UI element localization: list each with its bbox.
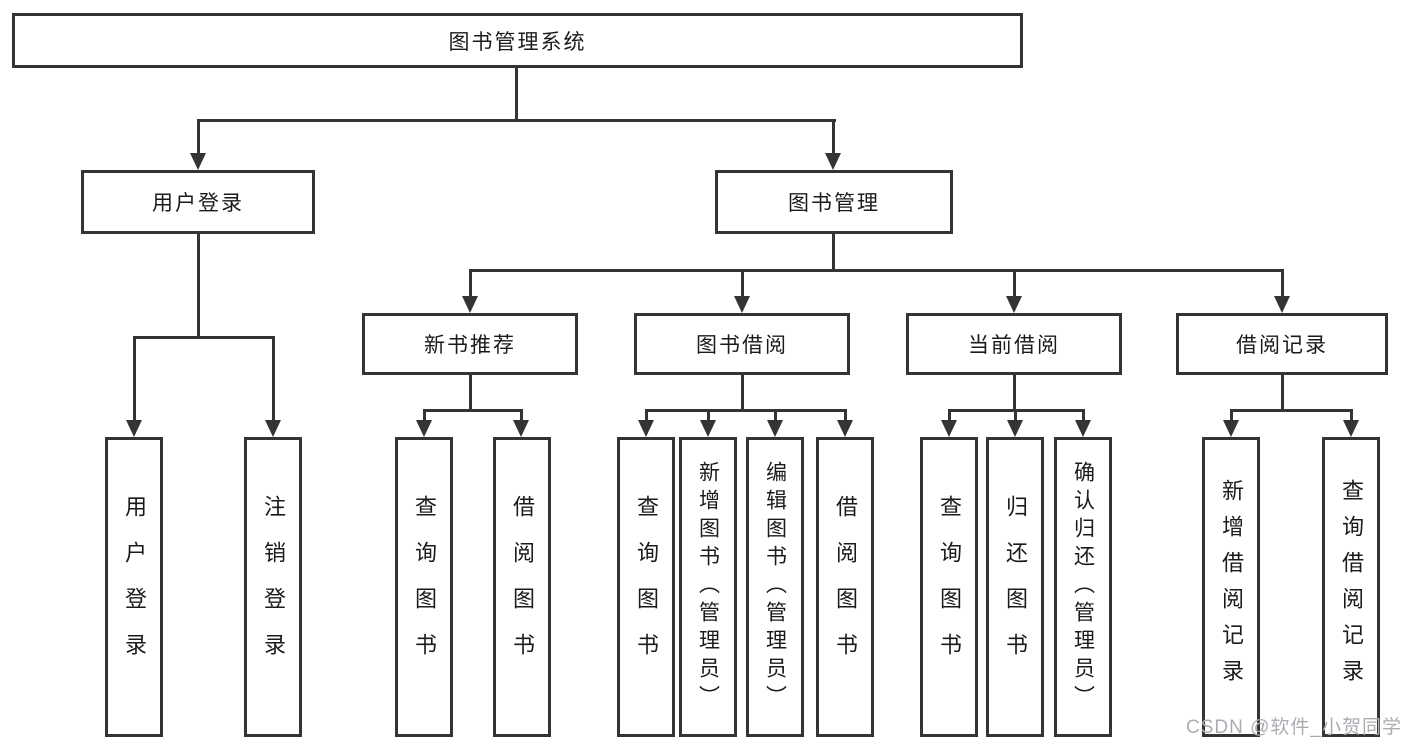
leaf-add-borrow-record: 新增借阅记录 xyxy=(1202,437,1260,737)
leaf-borrow-query-book: 查询图书 xyxy=(617,437,675,737)
arrowhead-book-management xyxy=(825,153,841,170)
leaf-recommend-borrow-book-label: 借阅图书 xyxy=(510,495,535,679)
leaf-borrow-book-label: 借阅图书 xyxy=(833,495,858,679)
leaf-current-query-book-label: 查询图书 xyxy=(937,495,962,679)
connector-drop-br-add xyxy=(1230,409,1233,422)
connector-drop-leaf-logout xyxy=(272,336,275,422)
node-new-book-recommend-label: 新书推荐 xyxy=(424,334,516,357)
arrowhead-recommend-borrow xyxy=(513,420,529,437)
leaf-recommend-query-book: 查询图书 xyxy=(395,437,453,737)
node-borrow-record: 借阅记录 xyxy=(1176,313,1388,375)
connector-drop-book-borrow xyxy=(741,269,744,298)
arrowhead-cb-return xyxy=(1007,420,1023,437)
arrowhead-bb-edit xyxy=(767,420,783,437)
leaf-add-borrow-record-label: 新增借阅记录 xyxy=(1219,479,1244,695)
arrowhead-br-add xyxy=(1223,420,1239,437)
leaf-logout: 注销登录 xyxy=(244,437,302,737)
connector-drop-borrow-record xyxy=(1281,269,1284,298)
arrowhead-new-book-recommend xyxy=(462,296,478,313)
arrowhead-cb-query xyxy=(941,420,957,437)
leaf-return-book-label: 归还图书 xyxy=(1003,495,1028,679)
connector-drop-leaf-user-login xyxy=(133,336,136,422)
node-book-management: 图书管理 xyxy=(715,170,953,234)
leaf-return-book: 归还图书 xyxy=(986,437,1044,737)
leaf-current-query-book: 查询图书 xyxy=(920,437,978,737)
connector-drop-bb-borrow xyxy=(844,409,847,422)
connector-drop-bb-query xyxy=(645,409,648,422)
connector-recommend-stem xyxy=(469,375,472,411)
arrowhead-leaf-user-login xyxy=(126,420,142,437)
arrowhead-cb-confirm xyxy=(1075,420,1091,437)
node-current-borrow: 当前借阅 xyxy=(906,313,1122,375)
leaf-recommend-borrow-book: 借阅图书 xyxy=(493,437,551,737)
connector-drop-new-book-recommend xyxy=(469,269,472,298)
connector-book-borrow-bar xyxy=(645,409,847,412)
node-borrow-record-label: 借阅记录 xyxy=(1236,334,1328,357)
arrowhead-bb-add xyxy=(700,420,716,437)
connector-root-stem xyxy=(515,68,518,121)
connector-book-management-stem xyxy=(832,234,835,271)
node-book-management-label: 图书管理 xyxy=(788,192,880,215)
node-current-borrow-label: 当前借阅 xyxy=(968,334,1060,357)
leaf-user-login-label: 用户登录 xyxy=(122,495,147,679)
node-book-borrow: 图书借阅 xyxy=(634,313,850,375)
connector-book-management-bar xyxy=(469,269,1284,272)
connector-drop-bb-edit xyxy=(774,409,777,422)
connector-drop-recommend-query xyxy=(423,409,426,422)
leaf-user-login: 用户登录 xyxy=(105,437,163,737)
arrowhead-bb-borrow xyxy=(837,420,853,437)
arrowhead-borrow-record xyxy=(1274,296,1290,313)
connector-root-bar xyxy=(197,119,836,122)
leaf-edit-book-admin: 编辑图书（管理员） xyxy=(746,437,804,737)
connector-borrow-record-stem xyxy=(1281,375,1284,411)
arrowhead-current-borrow xyxy=(1006,296,1022,313)
leaf-recommend-query-book-label: 查询图书 xyxy=(412,495,437,679)
leaf-confirm-return-admin: 确认归还（管理员） xyxy=(1054,437,1112,737)
node-user-login: 用户登录 xyxy=(81,170,315,234)
connector-book-borrow-stem xyxy=(741,375,744,411)
connector-drop-cb-confirm xyxy=(1082,409,1085,422)
leaf-query-borrow-record-label: 查询借阅记录 xyxy=(1339,479,1364,695)
connector-current-borrow-stem xyxy=(1013,375,1016,411)
node-root: 图书管理系统 xyxy=(12,13,1023,68)
connector-drop-recommend-borrow xyxy=(520,409,523,422)
connector-user-login-stem xyxy=(197,234,200,338)
arrowhead-bb-query xyxy=(638,420,654,437)
connector-drop-current-borrow xyxy=(1013,269,1016,298)
leaf-confirm-return-admin-label: 确认归还（管理员） xyxy=(1071,461,1095,713)
connector-drop-cb-return xyxy=(1014,409,1017,422)
node-root-label: 图书管理系统 xyxy=(448,30,587,54)
node-new-book-recommend: 新书推荐 xyxy=(362,313,578,375)
connector-drop-bb-add xyxy=(707,409,710,422)
arrowhead-br-query xyxy=(1343,420,1359,437)
connector-drop-book-management xyxy=(832,119,835,155)
leaf-query-borrow-record: 查询借阅记录 xyxy=(1322,437,1380,737)
connector-drop-user-login xyxy=(197,119,200,155)
arrowhead-user-login xyxy=(190,153,206,170)
connector-recommend-bar xyxy=(423,409,523,412)
leaf-borrow-book: 借阅图书 xyxy=(816,437,874,737)
arrowhead-book-borrow xyxy=(734,296,750,313)
node-user-login-label: 用户登录 xyxy=(152,192,244,215)
connector-borrow-record-bar xyxy=(1230,409,1353,412)
connector-drop-cb-query xyxy=(948,409,951,422)
leaf-logout-label: 注销登录 xyxy=(261,495,286,679)
arrowhead-leaf-logout xyxy=(265,420,281,437)
leaf-edit-book-admin-label: 编辑图书（管理员） xyxy=(763,461,787,713)
arrowhead-recommend-query xyxy=(416,420,432,437)
leaf-borrow-query-book-label: 查询图书 xyxy=(634,495,659,679)
leaf-add-book-admin-label: 新增图书（管理员） xyxy=(696,461,720,713)
watermark-text: CSDN @软件_小贺同学 xyxy=(1186,717,1402,738)
connector-drop-br-query xyxy=(1350,409,1353,422)
leaf-add-book-admin: 新增图书（管理员） xyxy=(679,437,737,737)
connector-user-login-bar xyxy=(133,336,275,339)
node-book-borrow-label: 图书借阅 xyxy=(696,334,788,357)
